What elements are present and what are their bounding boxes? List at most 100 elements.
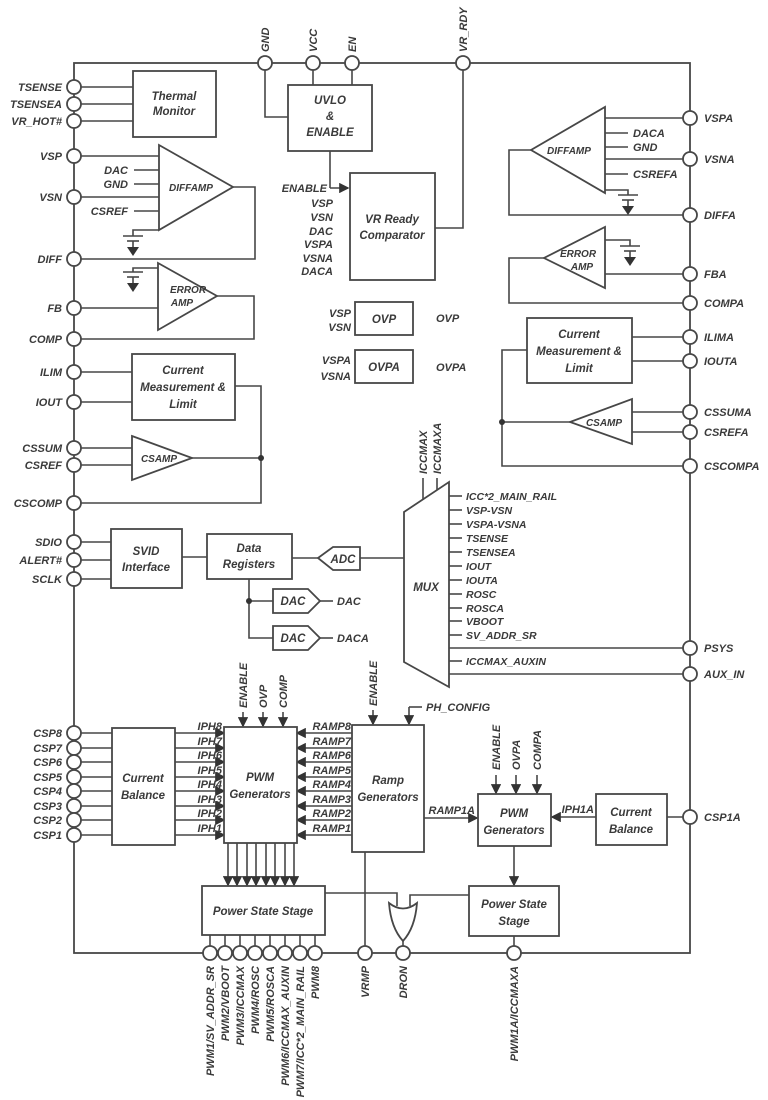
error-amp-right-label: AMP bbox=[570, 262, 594, 273]
signal-label: ENABLE bbox=[238, 662, 250, 708]
pin-csrefa bbox=[682, 424, 698, 440]
vr-ready-comparator-block bbox=[349, 172, 436, 281]
signal-label: RAMP6 bbox=[312, 750, 351, 762]
signal-label: IPH7 bbox=[198, 736, 223, 748]
pin-iout bbox=[66, 394, 82, 410]
signal-label: ICC*2_MAIN_RAIL bbox=[466, 491, 557, 503]
signal-label: RAMP8 bbox=[312, 721, 351, 733]
dac-block bbox=[272, 588, 322, 614]
signal-label: DACA bbox=[633, 128, 665, 140]
diffamp-right-amp bbox=[529, 105, 606, 195]
pin-pwm4 bbox=[247, 945, 263, 961]
thermal-monitor-label: Monitor bbox=[153, 106, 196, 118]
uvlo-label: UVLO bbox=[314, 95, 346, 107]
pin-csp6 bbox=[66, 754, 82, 770]
pin-ilim bbox=[66, 364, 82, 380]
pin-label: CSP5 bbox=[33, 772, 63, 784]
pin-iouta bbox=[682, 353, 698, 369]
pin-vrmp bbox=[357, 945, 373, 961]
pin-label: FB bbox=[47, 303, 62, 315]
pin-label: TSENSEA bbox=[10, 99, 62, 111]
cml-left-label: Measurement & bbox=[140, 382, 226, 394]
daca-block bbox=[272, 625, 322, 651]
current-balance-right-label: Balance bbox=[609, 824, 654, 836]
block-labels: Thermal Monitor UVLO & ENABLE VR Ready C… bbox=[121, 91, 654, 928]
cml-right-label: Limit bbox=[565, 363, 594, 375]
pin-vsn bbox=[66, 189, 82, 205]
signal-label: OVP bbox=[436, 313, 460, 325]
signal-label: DACA bbox=[301, 266, 333, 278]
signal-label: COMP bbox=[278, 674, 290, 708]
pin-label: CSP1A bbox=[704, 812, 741, 824]
ground-symbols bbox=[127, 206, 636, 604]
ramp-generators-block bbox=[351, 724, 425, 853]
signal-label: IPH4 bbox=[198, 779, 222, 791]
signal-label: VSPA bbox=[304, 239, 333, 251]
pin-label: VSP bbox=[40, 151, 63, 163]
signal-label: TSENSEA bbox=[466, 547, 516, 559]
pin-vr-rdy bbox=[455, 55, 471, 71]
signal-label: ICCMAXA bbox=[432, 423, 444, 474]
signal-label: IPH1A bbox=[562, 804, 594, 816]
pin-csp1 bbox=[66, 827, 82, 843]
signal-label: OVPA bbox=[511, 740, 523, 770]
pin-pwm3 bbox=[232, 945, 248, 961]
or-gate bbox=[387, 901, 419, 943]
pin-label: VSNA bbox=[704, 154, 735, 166]
diffamp-left-label: DIFFAMP bbox=[169, 183, 213, 194]
pin-diffa bbox=[682, 207, 698, 223]
cml-left-label: Limit bbox=[169, 399, 198, 411]
signal-label: RAMP2 bbox=[312, 808, 351, 820]
pin-label: VR_RDY bbox=[458, 6, 470, 52]
vr-ready-label: Comparator bbox=[359, 230, 425, 242]
current-balance-right-label: Current bbox=[610, 807, 653, 819]
ramp-label: Generators bbox=[357, 792, 418, 804]
current-measurement-left-block bbox=[131, 353, 236, 421]
diffamp-left-amp bbox=[158, 143, 235, 232]
cml-right-label: Current bbox=[558, 329, 601, 341]
signal-label: VSNA bbox=[320, 371, 351, 383]
pin-pwm2 bbox=[217, 945, 233, 961]
signal-label: RAMP4 bbox=[312, 779, 351, 791]
signal-label: VSP bbox=[311, 198, 334, 210]
signal-label: TSENSE bbox=[466, 533, 509, 545]
pin-label: CSCOMP bbox=[14, 498, 63, 510]
pin-vcc bbox=[305, 55, 321, 71]
pin-sclk bbox=[66, 571, 82, 587]
pin-label: PWM3/ICCMAX bbox=[235, 965, 247, 1045]
pin-label: CSP7 bbox=[33, 743, 63, 755]
signal-label: RAMP1A bbox=[429, 805, 476, 817]
signal-label: RAMP3 bbox=[312, 794, 351, 806]
pin-en bbox=[344, 55, 360, 71]
signal-label: VSNA bbox=[302, 253, 333, 265]
adc-block bbox=[316, 546, 361, 571]
signal-label: IPH6 bbox=[198, 750, 223, 762]
vr-ready-label: VR Ready bbox=[365, 214, 419, 226]
pin-label: CSSUM bbox=[22, 443, 63, 455]
pin-pwm1 bbox=[202, 945, 218, 961]
signal-label: OVP bbox=[258, 684, 270, 708]
csamp-right-label: CSAMP bbox=[586, 418, 622, 429]
pin-label: CSREF bbox=[25, 460, 63, 472]
junction-dot bbox=[499, 419, 505, 425]
pin-label: CSP8 bbox=[33, 728, 63, 740]
pin-label: CSP2 bbox=[33, 815, 62, 827]
csamp-left-amp bbox=[131, 434, 195, 482]
signal-label: IOUTA bbox=[466, 575, 498, 587]
pin-label: FBA bbox=[704, 269, 727, 281]
error-amp-right-label: ERROR bbox=[560, 249, 597, 260]
pin-label: CSCOMPA bbox=[704, 461, 759, 473]
power-state-left-label: Power State Stage bbox=[213, 906, 314, 918]
pin-label: PWM8 bbox=[310, 965, 322, 999]
signal-label: VSP bbox=[329, 308, 352, 320]
pin-label: GND bbox=[260, 28, 272, 53]
data-registers-label: Registers bbox=[223, 559, 275, 571]
signal-label: DAC bbox=[337, 596, 362, 608]
pin-diff bbox=[66, 251, 82, 267]
junction-dot bbox=[246, 598, 252, 604]
signal-label: SV_ADDR_SR bbox=[466, 630, 537, 642]
pin-vspa bbox=[682, 110, 698, 126]
signal-label: DACA bbox=[337, 633, 369, 645]
pin-pwm7 bbox=[292, 945, 308, 961]
